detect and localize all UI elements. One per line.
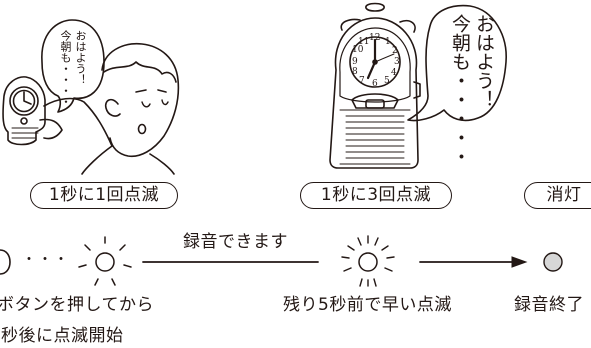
speech-bubble-left: [41, 19, 105, 113]
small-clock-illustration: [2, 76, 46, 146]
state-pill-3: 消灯: [524, 182, 591, 209]
flow-arrow-label: 録音できます: [183, 232, 288, 252]
speech-left-line2: 今朝も・・・・: [59, 30, 72, 107]
speech-left-line1: おはよう！: [74, 30, 87, 85]
state-pill-1: 1秒に1回点滅: [30, 182, 178, 209]
clock-numeral-2: 2: [392, 46, 398, 56]
clock-numeral-6: 6: [372, 79, 378, 89]
flow-row-graphics: [0, 235, 563, 287]
caption-mid: 残り5秒前で早い点滅: [283, 295, 452, 315]
clock-numeral-12: 12: [369, 33, 381, 43]
speech-left-text: おはよう！ 今朝も・・・・: [58, 30, 88, 107]
light-off-indicator: [543, 252, 563, 272]
clock-numeral-4: 4: [391, 68, 397, 78]
flow-ellipsis: ・・・: [22, 252, 70, 268]
clock-numeral-11: 11: [358, 37, 370, 47]
clock-numeral-10: 10: [352, 45, 364, 55]
flow-arrowhead-2: [511, 256, 528, 268]
large-clock-illustration: [329, 2, 421, 169]
state-pill-2: 1秒に3回点滅: [300, 182, 452, 209]
caption-right: 録音終了: [514, 295, 584, 315]
blink-light-1: [78, 236, 132, 286]
clock-numeral-3: 3: [394, 57, 400, 67]
caption-left-line2: 秒後に点滅開始: [1, 326, 124, 346]
caption-left-line1: ボタンを押してから: [0, 295, 154, 315]
clock-numeral-7: 7: [359, 76, 365, 86]
clock-numeral-9: 9: [352, 57, 358, 67]
speech-bubble-right: [407, 4, 507, 122]
speech-right-line1: おはよう！: [473, 14, 495, 109]
speech-right-line2: 今朝も・・・・・: [449, 14, 471, 166]
speech-right-text: おはよう！ 今朝も・・・・・: [448, 14, 496, 166]
clock-numeral-1: 1: [385, 37, 391, 47]
boy-illustration: [39, 43, 180, 175]
blink-light-2: [341, 235, 395, 287]
clock-numeral-5: 5: [384, 76, 390, 86]
clock-numeral-8: 8: [352, 67, 358, 77]
